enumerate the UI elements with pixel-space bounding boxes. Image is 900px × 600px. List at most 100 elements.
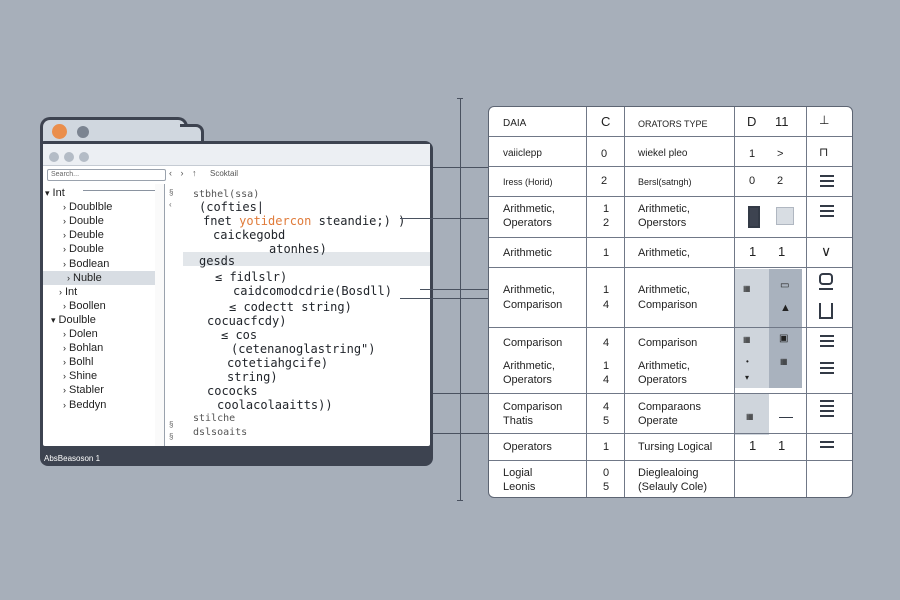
tree-item[interactable]: ›Beddyn xyxy=(43,398,155,412)
menu-icon[interactable] xyxy=(820,175,834,190)
tree-item-label: Shine xyxy=(69,370,98,383)
tree-item[interactable]: ›Int xyxy=(43,285,155,299)
bucket-icon[interactable] xyxy=(819,303,833,319)
fold-marker-icon[interactable]: § xyxy=(169,420,174,429)
tree-item[interactable]: ›Bodlean xyxy=(43,257,155,271)
row-divider xyxy=(489,267,852,268)
sort-icon[interactable]: ⊥ xyxy=(819,113,830,127)
code-line[interactable]: (cofties| xyxy=(199,200,265,214)
menu-icon[interactable] xyxy=(820,205,834,220)
toolbar-button-icon[interactable] xyxy=(79,152,89,162)
chevron-right-icon[interactable]: › xyxy=(63,399,66,410)
code-line[interactable]: coolacolaaitts)) xyxy=(217,398,333,412)
chevron-down-icon[interactable]: ∨ xyxy=(821,243,832,259)
connector-line xyxy=(400,298,490,299)
code-line[interactable]: cotetiahgcife) xyxy=(227,356,329,370)
code-line[interactable]: fnet yotidercon steandie;) ) xyxy=(203,214,405,228)
small-grid-icon[interactable]: ▣ xyxy=(779,333,789,344)
minimize-window-icon[interactable] xyxy=(77,126,89,138)
small-grid-icon[interactable]: ▦ xyxy=(746,412,754,421)
tree-item[interactable]: ▾Int xyxy=(43,186,155,200)
tree-item[interactable]: ›Deuble xyxy=(43,228,155,242)
table-cell: 1 xyxy=(749,148,756,160)
code-line[interactable]: caickegobd xyxy=(213,228,286,242)
close-window-icon[interactable] xyxy=(52,124,67,139)
tree-item[interactable]: ›Stabler xyxy=(43,383,155,397)
chevron-right-icon[interactable]: › xyxy=(63,258,66,269)
chevron-up-icon[interactable]: ▲ xyxy=(780,302,791,314)
tree-item[interactable]: ›Boollen xyxy=(43,299,155,313)
nav-arrows-icon[interactable]: ‹ › ↑ xyxy=(169,168,200,178)
row-divider xyxy=(489,237,852,238)
chevron-right-icon[interactable]: › xyxy=(63,371,66,382)
tree-item[interactable]: ›Double xyxy=(43,242,155,256)
fold-marker-icon[interactable]: ‹ xyxy=(169,200,172,209)
toolbar-button-icon[interactable] xyxy=(49,152,59,162)
chevron-right-icon[interactable]: › xyxy=(63,216,66,227)
code-line[interactable]: ≤ fidlslr) xyxy=(215,270,288,284)
chevron-right-icon[interactable]: › xyxy=(63,329,66,339)
tree-item[interactable]: ›Nuble xyxy=(43,270,164,285)
menu-icon[interactable] xyxy=(820,441,834,451)
tree-item[interactable]: ›Bolhl xyxy=(43,355,155,369)
code-line[interactable]: dslsoaits xyxy=(193,427,248,438)
table-cell: Operators xyxy=(638,374,687,386)
toggle-icon[interactable] xyxy=(819,273,833,285)
chevron-down-icon[interactable]: ▾ xyxy=(745,373,750,382)
small-grid-icon[interactable]: ▦ xyxy=(743,335,751,344)
code-line[interactable]: ≤ cos xyxy=(221,328,258,342)
code-line[interactable]: stbhel(ssa) xyxy=(193,189,260,200)
tree-item-label: Doublble xyxy=(69,201,113,214)
chevron-right-icon[interactable]: › xyxy=(63,244,66,255)
code-line[interactable]: string) xyxy=(227,370,278,384)
menu-icon[interactable] xyxy=(820,400,834,420)
header-cell: 11 xyxy=(775,114,789,129)
tree-item[interactable]: ›Dolen xyxy=(43,327,155,341)
toolbar-button-icon[interactable] xyxy=(64,152,74,162)
small-grid-icon[interactable]: ▭ xyxy=(780,280,790,291)
tree-item[interactable]: ›Bohlan xyxy=(43,341,155,355)
lock-icon[interactable]: ⊓ xyxy=(819,145,829,159)
table-cell: 1 xyxy=(749,244,757,259)
column-icon[interactable] xyxy=(748,206,760,228)
code-line[interactable]: cococks xyxy=(207,384,258,398)
chevron-right-icon[interactable]: › xyxy=(63,230,66,241)
small-grid-icon[interactable]: ▦ xyxy=(743,284,751,293)
cell-highlight-active[interactable] xyxy=(769,269,802,388)
chevron-down-icon[interactable]: ▾ xyxy=(51,314,56,325)
code-line[interactable]: (cetenanoglastring") xyxy=(231,342,376,356)
tree-item[interactable]: ›Shine xyxy=(43,369,155,383)
small-grid-icon[interactable]: ▦ xyxy=(780,357,788,366)
tree-item[interactable]: ›Double xyxy=(43,214,155,228)
divider-icon xyxy=(779,417,793,418)
code-line[interactable]: atonhes) xyxy=(269,242,327,256)
code-line[interactable]: caidcomodcdrie(Bosdll) xyxy=(233,284,392,298)
fold-marker-icon[interactable]: § xyxy=(169,188,174,197)
code-line[interactable]: ≤ codectt string) xyxy=(229,300,352,314)
chevron-down-icon[interactable]: ▾ xyxy=(45,188,50,198)
chevron-right-icon[interactable]: › xyxy=(63,300,66,311)
file-tab-title[interactable]: Scoktail xyxy=(210,169,239,178)
code-line[interactable]: cocuacfcdy) xyxy=(207,314,287,328)
tree-item-label: Nuble xyxy=(73,271,102,284)
table-cell: Dieglealoing xyxy=(638,467,699,479)
connector-line xyxy=(400,218,490,219)
table-cell: 5 xyxy=(603,481,610,493)
code-line[interactable]: gesds xyxy=(199,254,236,268)
fold-marker-icon[interactable]: § xyxy=(169,432,174,441)
code-line[interactable]: stilche xyxy=(193,413,236,424)
chevron-right-icon[interactable]: › xyxy=(59,286,62,297)
chevron-right-icon[interactable]: › xyxy=(63,357,66,368)
menu-icon[interactable] xyxy=(820,362,834,377)
chevron-right-icon[interactable]: › xyxy=(67,272,70,283)
sidebar-scrollbar[interactable] xyxy=(155,184,165,446)
chevron-right-icon[interactable]: › xyxy=(63,343,66,354)
menu-icon[interactable] xyxy=(820,335,834,350)
tree-item[interactable]: ▾Doulble xyxy=(43,313,155,327)
tree-item[interactable]: ›Doublble xyxy=(43,200,155,214)
tree-item-label: Bodlean xyxy=(69,257,110,270)
chevron-right-icon[interactable]: › xyxy=(63,202,66,213)
chevron-right-icon[interactable]: › xyxy=(63,385,66,396)
grid-icon[interactable] xyxy=(776,207,794,225)
search-input[interactable]: Search... xyxy=(47,169,166,181)
